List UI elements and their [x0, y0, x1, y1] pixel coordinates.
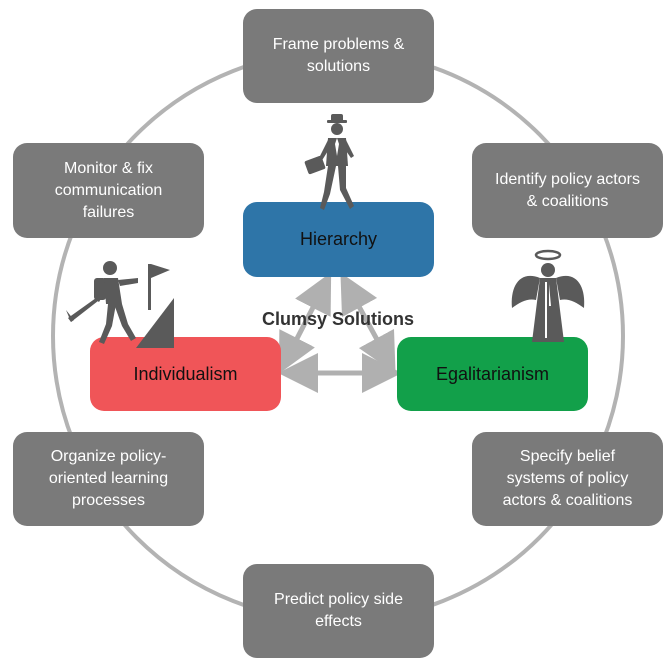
step-identify-actors-label: Identify policy actors & coalitions — [495, 170, 640, 210]
step-monitor-communication: Monitor & fix communication failures — [13, 143, 204, 238]
step-organize-learning: Organize policy- oriented learning proce… — [13, 432, 204, 526]
arrow-hierarchy-egalitarianism — [340, 272, 396, 374]
step-frame-problems: Frame problems & solutions — [243, 9, 434, 103]
angel-icon — [511, 249, 585, 342]
step-monitor-communication-label: Monitor & fix communication failures — [54, 159, 163, 221]
hierarchy-label: Hierarchy — [299, 229, 378, 249]
hiker-flag-icon — [66, 261, 174, 348]
egalitarianism-box: Egalitarianism — [397, 337, 588, 411]
businessman-icon — [304, 114, 354, 210]
step-identify-actors: Identify policy actors & coalitions — [472, 143, 663, 238]
step-specify-beliefs-label: Specify belief systems of policy actors … — [502, 448, 633, 509]
step-frame-problems-label: Frame problems & solutions — [272, 36, 405, 75]
step-specify-beliefs: Specify belief systems of policy actors … — [472, 432, 663, 526]
step-predict-effects-label: Predict policy side effects — [274, 591, 403, 630]
individualism-box: Individualism — [90, 337, 281, 411]
egalitarianism-label: Egalitarianism — [435, 363, 550, 384]
hierarchy-box: Hierarchy — [243, 202, 434, 277]
arrow-hierarchy-individualism — [278, 272, 332, 374]
step-predict-effects: Predict policy side effects — [243, 564, 434, 658]
step-organize-learning-label: Organize policy- oriented learning proce… — [48, 448, 169, 509]
clumsy-solutions-title: Clumsy Solutions — [261, 309, 414, 329]
individualism-label: Individualism — [133, 363, 238, 384]
